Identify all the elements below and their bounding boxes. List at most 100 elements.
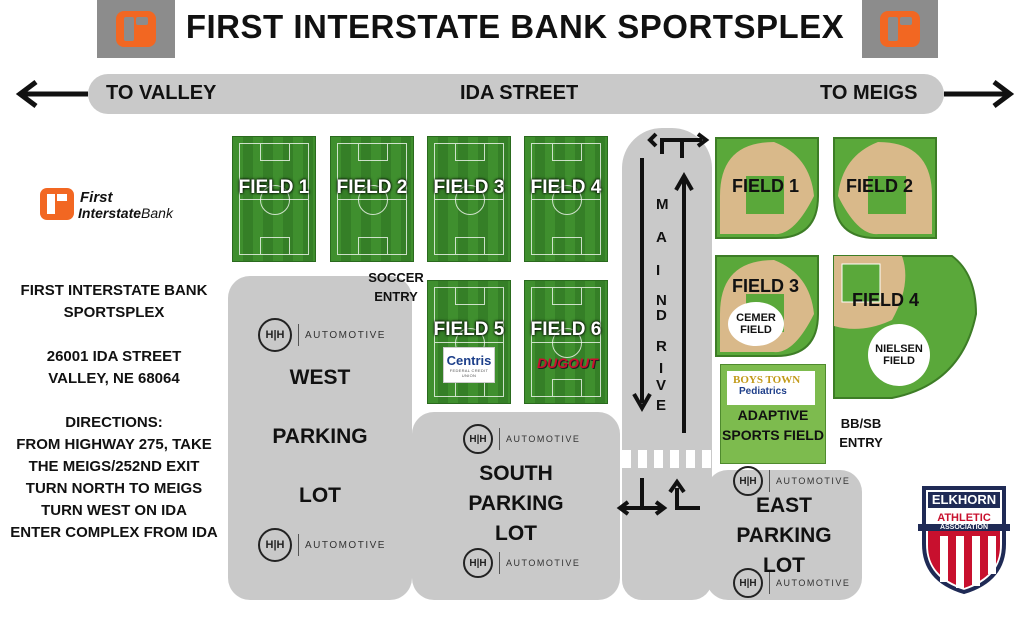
crosswalk — [622, 450, 712, 468]
baseball-field-label: FIELD 2 — [846, 176, 914, 196]
adaptive-sports-field: BOYS TOWN Pediatrics ADAPTIVE SPORTS FIE… — [720, 364, 826, 464]
west-lot-line1: WEST — [289, 366, 351, 389]
to-meigs-label: TO MEIGS — [820, 82, 918, 104]
brand-bank: Bank — [141, 205, 173, 221]
south-parking-lot — [412, 412, 620, 600]
info-name-line1: FIRST INTERSTATE BANK — [20, 282, 208, 299]
directions-title: DIRECTIONS: — [65, 414, 163, 431]
bb-entry-line2: ENTRY — [839, 435, 883, 450]
soccer-field-5: FIELD 5 Centris FEDERAL CREDIT UNION — [427, 280, 511, 404]
soccer-field-label: FIELD 1 — [238, 177, 310, 198]
bb-entry-line1: BB/SB — [840, 416, 882, 431]
info-directions: DIRECTIONS: FROM HIGHWAY 275, TAKE THE M… — [0, 412, 228, 544]
soccer-entry-line2: ENTRY — [374, 289, 418, 304]
bb-sb-entry-label: BB/SB ENTRY — [830, 414, 892, 452]
hh-badge-icon: H|H — [463, 424, 493, 454]
elkhorn-line3: ASSOCIATION — [918, 524, 1010, 531]
hh-word: AUTOMOTIVE — [776, 578, 851, 588]
arrow-left-icon — [15, 80, 88, 108]
soccer-field-6: FIELD 6 DUGOUT — [524, 280, 608, 404]
hh-automotive-logo: H|H AUTOMOTIVE — [733, 466, 850, 496]
adaptive-line1: ADAPTIVE — [737, 407, 809, 423]
to-valley-label: TO VALLEY — [106, 82, 217, 104]
hh-badge-icon: H|H — [733, 466, 763, 496]
hh-word: AUTOMOTIVE — [506, 434, 581, 444]
baseball-field-label: FIELD 3 — [732, 276, 800, 296]
hh-word: AUTOMOTIVE — [305, 539, 386, 551]
elkhorn-line1: ELKHORN — [931, 492, 997, 507]
baseball-field-label: FIELD 1 — [732, 176, 800, 196]
east-lot-line3: LOT — [763, 554, 805, 577]
hh-badge-icon: H|H — [258, 528, 292, 562]
main-drive-letter: E — [656, 397, 667, 414]
directions-step: ENTER COMPLEX FROM IDA — [10, 524, 218, 541]
centris-sponsor-logo: Centris FEDERAL CREDIT UNION — [443, 347, 495, 383]
centris-name: Centris — [446, 353, 492, 368]
address-line1: 26001 IDA STREET — [46, 348, 182, 365]
brand-line1: First — [80, 189, 113, 206]
directions-step: FROM HIGHWAY 275, TAKE — [16, 436, 212, 453]
directions-step: THE MEIGS/252ND EXIT — [28, 458, 200, 475]
header-logo-right — [862, 0, 938, 58]
directions-step: TURN WEST ON IDA — [41, 502, 187, 519]
hh-word: AUTOMOTIVE — [506, 558, 581, 568]
nielsen-line1: NIELSEN — [875, 343, 923, 355]
main-drive-letter: A — [656, 229, 667, 246]
adaptive-line2: SPORTS FIELD — [722, 427, 824, 443]
boys-town-sponsor: BOYS TOWN Pediatrics — [727, 371, 815, 405]
main-drive-letter: I — [659, 360, 664, 377]
soccer-field-1: FIELD 1 — [232, 136, 316, 262]
west-lot-line2: PARKING — [272, 425, 368, 448]
soccer-field-4: FIELD 4 — [524, 136, 608, 262]
soccer-field-2: FIELD 2 — [330, 136, 414, 262]
main-drive-letter: D — [656, 307, 667, 324]
page-title: FIRST INTERSTATE BANK SPORTSPLEX — [185, 8, 845, 45]
soccer-field-label: FIELD 5 — [433, 319, 505, 340]
main-drive-arrows — [616, 132, 710, 516]
hh-word: AUTOMOTIVE — [776, 476, 851, 486]
adaptive-label: ADAPTIVE SPORTS FIELD — [721, 405, 825, 445]
main-drive-letter: N — [656, 292, 667, 309]
main-drive-letter: R — [656, 338, 667, 355]
soccer-field-label: FIELD 4 — [530, 177, 602, 198]
east-lot-line2: PARKING — [736, 524, 832, 547]
centris-sub: FEDERAL CREDIT UNION — [449, 368, 489, 378]
soccer-entry-label: SOCCER ENTRY — [360, 268, 432, 306]
soccer-entry-line1: SOCCER — [368, 270, 424, 285]
main-drive — [622, 128, 712, 600]
hh-badge-icon: H|H — [733, 568, 763, 598]
arrow-right-icon — [944, 80, 1015, 108]
cemer-line1: CEMER — [736, 312, 776, 324]
south-lot-line1: SOUTH — [479, 462, 553, 485]
main-drive-letter: M — [656, 196, 669, 213]
info-address: 26001 IDA STREET VALLEY, NE 68064 — [0, 346, 228, 390]
east-lot-line1: EAST — [755, 494, 812, 517]
baseball-field-1: FIELD 1 — [714, 136, 820, 240]
hh-automotive-logo: H|H AUTOMOTIVE — [733, 568, 850, 598]
brand-line2: InterstateBank — [78, 205, 173, 221]
hh-word: AUTOMOTIVE — [305, 329, 386, 341]
east-parking-lot — [706, 470, 862, 600]
baseball-field-label: FIELD 4 — [852, 290, 920, 310]
soccer-field-3: FIELD 3 — [427, 136, 511, 262]
elkhorn-athletic-logo: ELKHORN ATHLETIC ASSOCIATION — [918, 484, 1010, 596]
hh-badge-icon: H|H — [463, 548, 493, 578]
boys-town-line1: BOYS TOWN — [733, 374, 801, 386]
elkhorn-shield-icon — [922, 486, 1006, 595]
main-drive-letter: V — [656, 377, 667, 394]
hh-automotive-logo: H|H AUTOMOTIVE — [463, 424, 580, 454]
header-logo-left — [97, 0, 175, 58]
first-interstate-icon — [40, 188, 74, 220]
info-name: FIRST INTERSTATE BANK SPORTSPLEX — [0, 280, 228, 324]
brand-interstate: Interstate — [78, 205, 142, 221]
hh-automotive-logo: H|H AUTOMOTIVE — [463, 548, 580, 578]
soccer-field-label: FIELD 6 — [530, 319, 602, 340]
elkhorn-line2: ATHLETIC — [937, 512, 991, 524]
boys-town-line2: Pediatrics — [739, 386, 787, 397]
address-line2: VALLEY, NE 68064 — [48, 370, 180, 387]
nielsen-line2: FIELD — [883, 355, 915, 367]
west-lot-line3: LOT — [299, 484, 341, 507]
